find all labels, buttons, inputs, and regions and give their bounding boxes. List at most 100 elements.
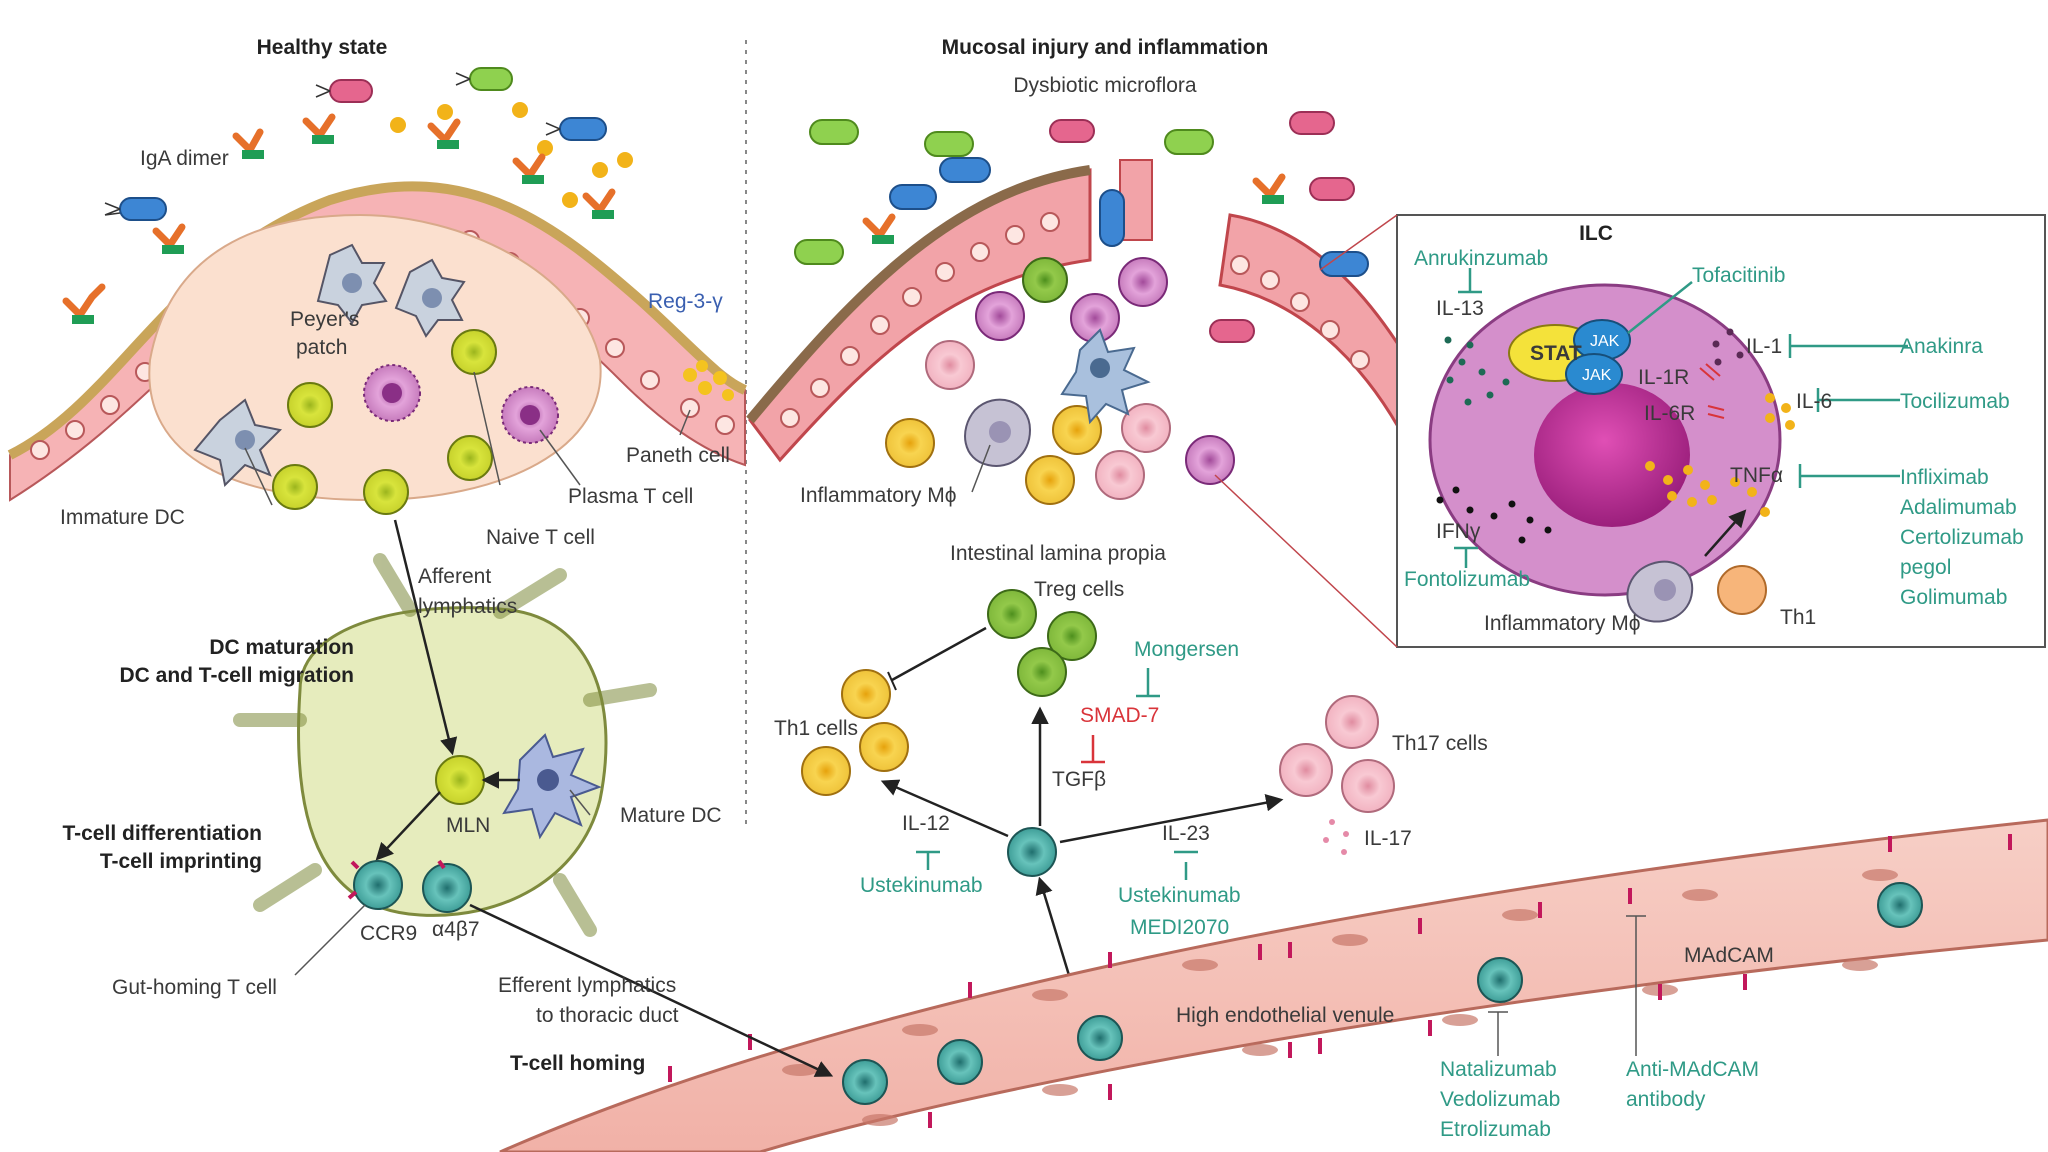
drug-certolizumab: Certolizumab (1900, 526, 2024, 549)
header-tcell-homing: T-cell homing (510, 1052, 645, 1075)
bacterium (315, 79, 373, 103)
label-hev: High endothelial venule (1176, 1004, 1394, 1027)
label-il12: IL-12 (902, 812, 950, 835)
label-il17: IL-17 (1364, 827, 1412, 850)
label-jak-2: JAK (1582, 367, 1612, 384)
label-patch: patch (296, 336, 347, 359)
header-dc-maturation: DC maturation (209, 636, 354, 659)
inflamed-epithelium (746, 159, 1422, 463)
label-efferent-2: to thoracic duct (536, 1004, 679, 1027)
label-il23: IL-23 (1162, 822, 1210, 845)
header-healthy: Healthy state (257, 36, 388, 59)
drug-infliximab: Infliximab (1900, 466, 1989, 489)
lamina-propria-cells (885, 257, 1235, 505)
drug-etrolizumab: Etrolizumab (1440, 1118, 1551, 1141)
naive-t-cell (447, 435, 493, 481)
ilc-macrophage (1626, 560, 1694, 623)
label-iga-dimer: IgA dimer (140, 147, 229, 170)
label-tnfa: TNFα (1730, 464, 1783, 487)
label-il6: IL-6 (1796, 390, 1832, 413)
header-ilc: ILC (1579, 222, 1613, 245)
label-efferent-1: Efferent lymphatics (498, 974, 676, 997)
il1-dots (1712, 328, 1744, 366)
label-mature-dc: Mature DC (620, 804, 722, 827)
gut-homing-t-cell (422, 863, 472, 913)
gut-homing-t-cell (353, 860, 403, 910)
bacterium (455, 67, 513, 91)
drug-medi2070: MEDI2070 (1130, 916, 1229, 939)
label-lamina: Intestinal lamina propia (950, 542, 1166, 565)
drug-anti-madcam-1: Anti-MAdCAM (1626, 1058, 1759, 1081)
ilc-cell (1428, 283, 1782, 597)
header-dc-tcell-migration: DC and T-cell migration (119, 664, 354, 687)
drug-golimumab: Golimumab (1900, 586, 2007, 609)
label-smad7: SMAD-7 (1080, 704, 1159, 727)
treg-cluster (987, 589, 1097, 697)
il13-dots (1444, 336, 1510, 406)
tnf-dots (1645, 461, 1770, 517)
immature-dc (316, 243, 388, 325)
label-mln: MLN (446, 814, 490, 837)
dendritic-cell (1060, 328, 1151, 425)
label-afferent-1: Afferent (418, 565, 491, 588)
ifng-dots (1436, 486, 1552, 544)
drug-inhibitions-center (916, 668, 1198, 880)
healthy-lumen (62, 67, 633, 324)
drug-vedolizumab: Vedolizumab (1440, 1088, 1560, 1111)
label-peyers: Peyer's (290, 308, 359, 331)
label-il1r: IL-1R (1638, 366, 1689, 389)
plasma-cell (363, 364, 421, 422)
ilc-drug-inhibitions (1454, 268, 1908, 568)
label-a4b7: α4β7 (432, 918, 480, 941)
label-infl-mphi: Inflammatory Mϕ (800, 484, 956, 507)
label-ilc-th1: Th1 (1780, 606, 1816, 629)
label-reg3: Reg-3-γ (648, 290, 723, 313)
label-paneth: Paneth cell (626, 444, 730, 467)
label-tgfb: TGFβ (1052, 768, 1106, 791)
il6-dots (1765, 393, 1795, 430)
label-jak-1: JAK (1590, 333, 1620, 350)
label-th17: Th17 cells (1392, 732, 1488, 755)
madcam-molecules (668, 834, 2012, 1128)
immature-dc (193, 398, 283, 488)
dysbiotic-bacteria (794, 111, 1369, 343)
drug-tocilizumab: Tocilizumab (1900, 390, 2010, 413)
inflammatory-macrophage (964, 398, 1032, 467)
naive-t-cell (363, 469, 409, 515)
label-il1: IL-1 (1746, 335, 1782, 358)
label-afferent-2: lymphatics (418, 595, 517, 618)
label-ifng: IFNγ (1436, 520, 1481, 543)
bacterium (104, 197, 167, 221)
mesenteric-lymph-node (233, 553, 657, 937)
header-tcell-imprint: T-cell imprinting (100, 850, 262, 873)
label-immature-dc: Immature DC (60, 506, 185, 529)
drug-anakinra: Anakinra (1900, 335, 1983, 358)
label-ccr9: CCR9 (360, 922, 417, 945)
healthy-immune-cells (193, 243, 559, 515)
label-ilc-mphi: Inflammatory Mϕ (1484, 612, 1640, 635)
inhibition-bars (887, 671, 897, 691)
th1-cell-ilc (1717, 565, 1767, 615)
drug-fontolizumab: Fontolizumab (1404, 568, 1530, 591)
mature-dc (502, 733, 602, 840)
leader-lines (244, 371, 991, 976)
drug-natalizumab: Natalizumab (1440, 1058, 1557, 1081)
label-th1: Th1 cells (774, 717, 858, 740)
drug-tofacitinib: Tofacitinib (1692, 264, 1785, 287)
label-plasma-t: Plasma T cell (568, 485, 693, 508)
drug-ustekinumab-a: Ustekinumab (860, 874, 983, 897)
naive-t-cell (435, 755, 485, 805)
naive-t-cell (287, 382, 333, 428)
effector-t-cell (1007, 827, 1057, 877)
drug-anti-madcam-2: antibody (1626, 1088, 1706, 1111)
drug-ustekinumab-b: Ustekinumab (1118, 884, 1241, 907)
high-endothelial-venule (499, 818, 2048, 1152)
naive-t-cell (451, 329, 497, 375)
label-madcam: MAdCAM (1684, 944, 1774, 967)
header-injury: Mucosal injury and inflammation (942, 36, 1269, 59)
th17-cluster (1279, 695, 1395, 855)
vessel-drug-lines (1488, 915, 1646, 1056)
ilc-panel (1214, 214, 2046, 648)
plasma-cell (501, 386, 559, 444)
